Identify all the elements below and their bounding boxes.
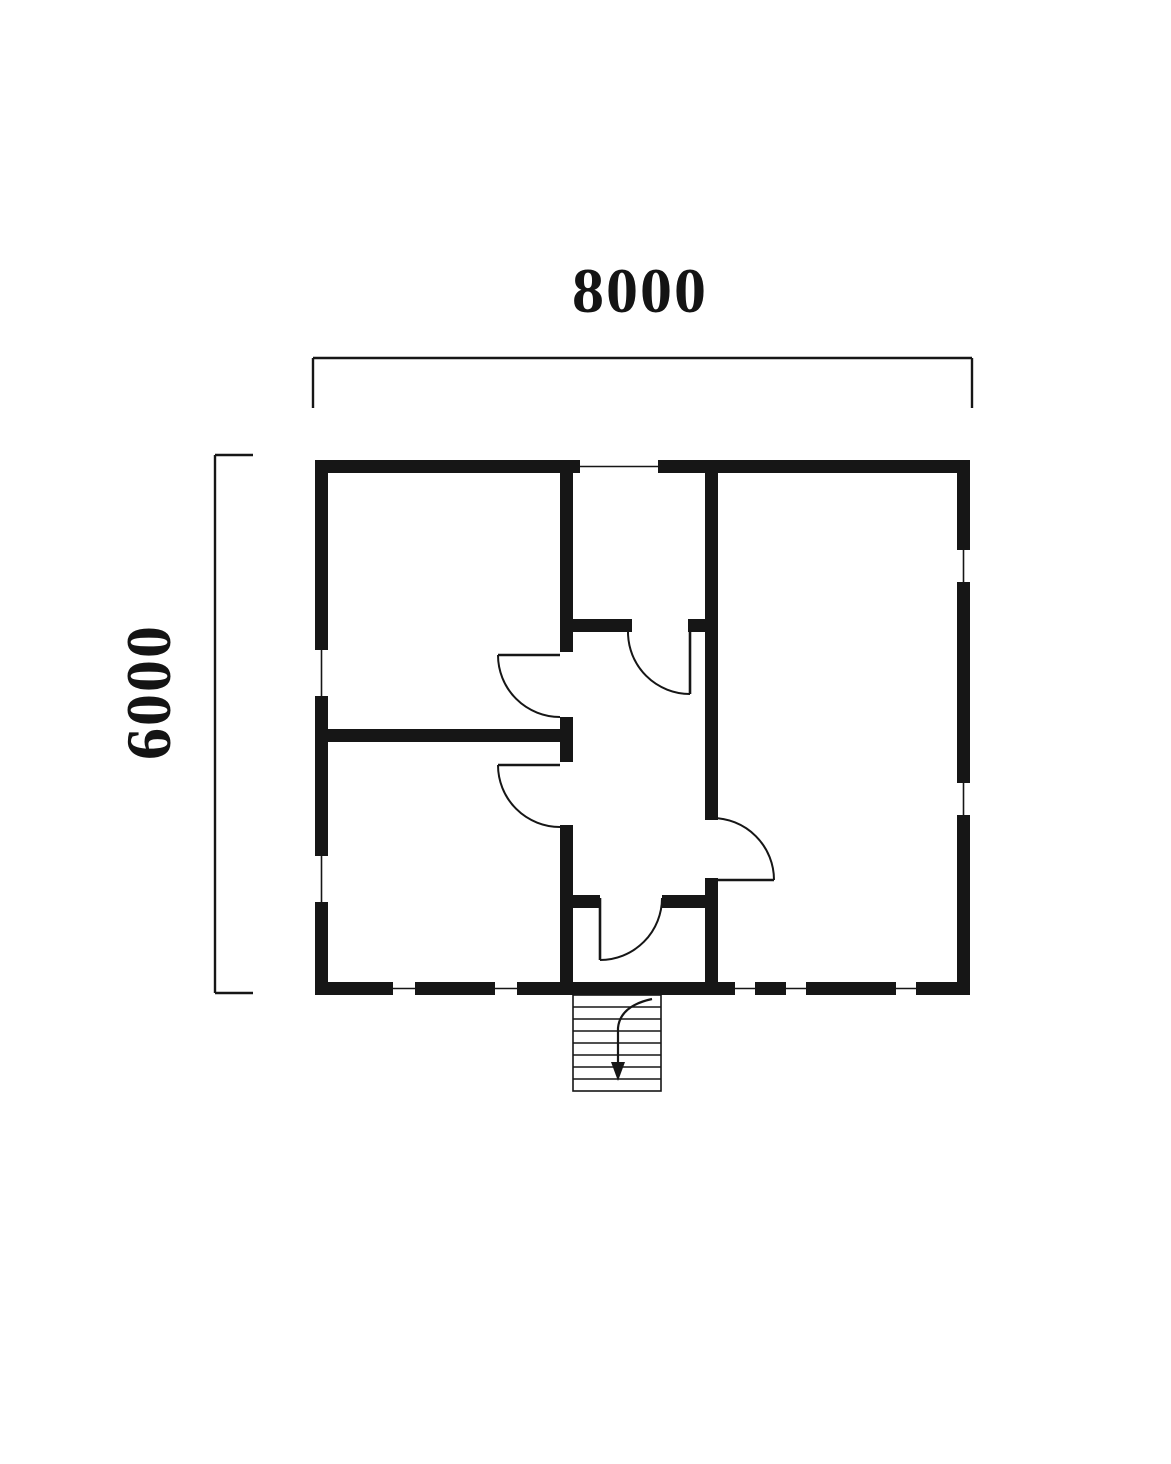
door-room-top-left-swing-arc [497, 654, 561, 718]
wall-segment [315, 982, 970, 995]
door-right-room-swing-arc [711, 817, 775, 881]
stairs-arrow-head [611, 1062, 625, 1081]
wall-segment [705, 460, 718, 820]
wall-segment [560, 619, 632, 632]
wall-segment [560, 895, 600, 908]
door-entry-swing-arc [599, 897, 663, 961]
width-dimension-label: 8000 [572, 255, 708, 326]
door-top-center-room-swing-arc [627, 631, 691, 695]
wall-segment [688, 619, 718, 632]
wall-segment [315, 460, 328, 995]
wall-segment [560, 460, 573, 652]
door-room-bottom-left-swing-arc [497, 764, 561, 828]
wall-segment [957, 460, 970, 995]
wall-segment [560, 717, 573, 762]
stairs-direction-arrow [616, 997, 653, 1064]
height-dimension-label: 6000 [113, 624, 184, 760]
wall-segment [662, 895, 718, 908]
wall-segment [560, 825, 573, 995]
wall-segment [315, 729, 560, 742]
